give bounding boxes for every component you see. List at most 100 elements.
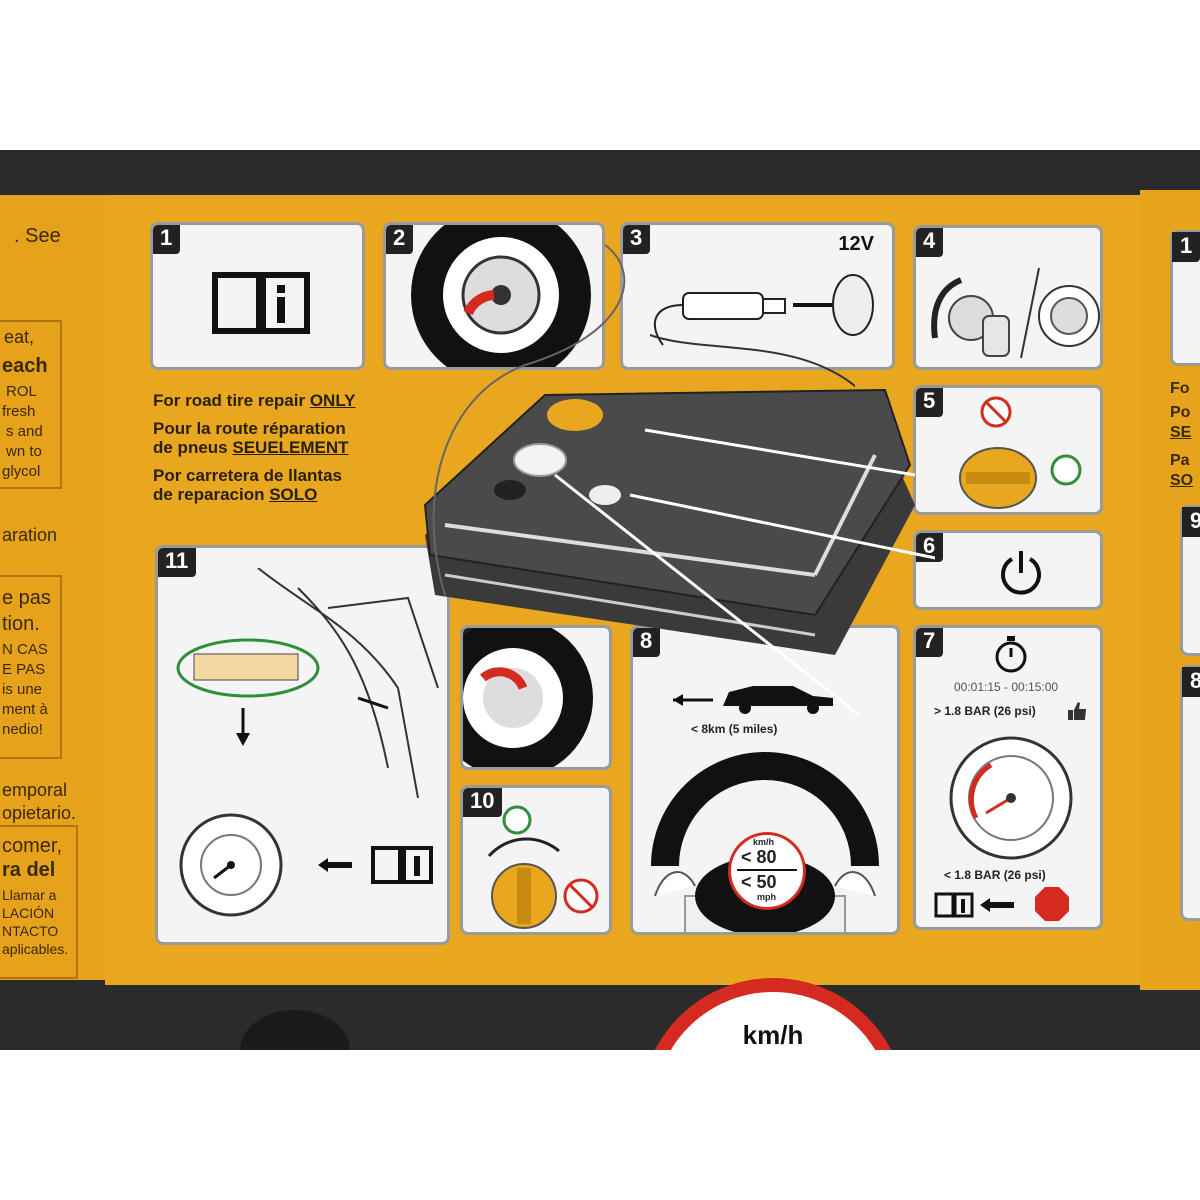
thumbs-up-icon (1068, 702, 1086, 720)
device-recess (240, 1010, 350, 1050)
valve-cap-remove-icon (931, 267, 1100, 359)
step-11-number: 11 (158, 548, 197, 577)
step-4-number: 4 (916, 228, 944, 257)
stop-sign-icon (1035, 887, 1069, 921)
tire-valve-icon (411, 225, 591, 367)
edge-text: N CAS (2, 641, 48, 658)
right-step-number: 9 (1182, 507, 1200, 537)
step-5-number: 5 (916, 388, 944, 417)
note-es-emph: SOLO (269, 485, 318, 505)
step-4-panel: 4 (913, 225, 1103, 370)
manual-info-icon (934, 892, 974, 918)
arrow-left-icon (980, 898, 1014, 912)
speed-limit-badge: km/h < 80 < 50 mph (728, 832, 806, 910)
speed-badge-sticker: km/h (640, 978, 906, 1050)
power-icon (1001, 551, 1041, 595)
kmh-limit: < 80 (741, 847, 777, 867)
distance-limit-label: < 8km (5 miles) (691, 722, 778, 736)
right-step-panel (1180, 505, 1200, 656)
mph-unit: mph (757, 892, 776, 902)
note-spanish: de reparacion SOLO (153, 485, 356, 505)
step-1-number: 1 (153, 225, 181, 254)
arrow-left-icon (318, 858, 352, 872)
stopwatch-icon (995, 636, 1027, 673)
edge-text: ment à (2, 701, 48, 718)
main-instruction-panel: 1 2 3 12V (105, 195, 1150, 985)
12v-plug-icon (653, 274, 874, 346)
edge-text: each (2, 355, 48, 377)
note-en-text: For road tire repair (153, 391, 310, 410)
tire-pressure-gauge-icon (179, 813, 283, 917)
edge-text: glycol (2, 463, 41, 480)
badge-unit-label: km/h (742, 1020, 804, 1050)
edge-box (0, 575, 62, 759)
car-driving-icon (673, 686, 833, 714)
edge-text: ra del (2, 859, 56, 881)
edge-text: nedio! (2, 721, 43, 738)
edge-text: opietario. (2, 803, 77, 823)
step-6-number: 6 (916, 533, 944, 562)
pressure-ok-label: > 1.8 BAR (26 psi) (934, 704, 1036, 718)
note-es-text: de reparacion (153, 485, 270, 505)
step-2-panel: 2 (383, 222, 605, 370)
edge-text: Fo (1170, 380, 1190, 397)
right-fold-panel: 1 Fo Po SE Pa SO 9 8 (1140, 190, 1200, 990)
kmh-unit: km/h (753, 837, 775, 847)
edge-text: E PAS (2, 661, 46, 678)
note-fr-emph: SEUELEMENT (232, 438, 349, 458)
mph-limit: < 50 (741, 872, 777, 892)
step-5-panel: 5 (913, 385, 1103, 515)
edge-text: is une (2, 681, 43, 698)
sealant-bottle-icon (959, 396, 1082, 509)
edge-text: Po (1170, 404, 1191, 421)
step-11-panel: 11 (155, 545, 450, 945)
note-english: For road tire repair ONLY (153, 391, 356, 411)
edge-text: s and (6, 423, 43, 440)
hose-and-cable-lines (432, 244, 855, 596)
door-pillar-label-icon (176, 568, 439, 798)
edge-text: aration (2, 525, 58, 545)
right-step-panel (1180, 665, 1200, 921)
edge-text: emporal (2, 780, 68, 800)
note-en-emph: ONLY (309, 391, 356, 410)
tire-reconnect-icon (463, 628, 593, 767)
edge-text: Pa (1170, 452, 1190, 469)
step-1-panel: 1 (150, 222, 365, 370)
inflate-time-range: 00:01:15 - 00:15:00 (954, 680, 1059, 694)
step-3-panel: 3 12V (620, 222, 895, 370)
edge-text: NTACTO (2, 923, 59, 939)
step-9-panel: 9 (460, 625, 612, 770)
edge-box (0, 825, 78, 979)
left-fold-panel: . See eat, each ROL fresh s and wn to gl… (0, 195, 110, 980)
instruction-card-photo: . See eat, each ROL fresh s and wn to gl… (0, 150, 1200, 1050)
step-7-panel: 7 00:01:15 - 00:15:00 > 1.8 BAR (26 psi)… (913, 625, 1103, 930)
step-3-number: 3 (623, 225, 651, 254)
step-6-panel: 6 (913, 530, 1103, 610)
edge-text: fresh (2, 403, 36, 420)
edge-text: e pas (2, 587, 51, 609)
pressure-low-label: < 1.8 BAR (26 psi) (944, 868, 1046, 882)
step-10-number: 10 (463, 788, 503, 817)
edge-box (0, 320, 62, 489)
edge-text: ROL (6, 383, 37, 400)
note-es-line1: Por carretera de llantas (153, 465, 342, 485)
edge-text: tion. (2, 613, 40, 635)
tire-compressor-device (423, 388, 935, 715)
edge-text: SE (1170, 424, 1192, 441)
step-8-panel: 8 < 8km (5 miles) km/h < 80 < 50 (630, 625, 900, 935)
edge-text: comer, (2, 835, 63, 857)
step-8-number: 8 (633, 628, 661, 657)
road-repair-note: For road tire repair ONLY Pour la route … (153, 391, 356, 505)
divider (737, 869, 797, 871)
right-step-number: 1 (1172, 232, 1200, 262)
edge-text: aplicables. (2, 941, 69, 957)
pressure-gauge-icon (949, 736, 1073, 860)
step-10-panel: 10 (460, 785, 612, 935)
edge-text: LACIÓN (2, 905, 55, 921)
voltage-label: 12V (838, 233, 874, 255)
edge-text: eat, (4, 327, 35, 347)
edge-text: wn to (6, 443, 42, 460)
step-2-number: 2 (386, 225, 414, 254)
sealant-replace-icon (487, 805, 599, 929)
step-7-number: 7 (916, 628, 944, 657)
